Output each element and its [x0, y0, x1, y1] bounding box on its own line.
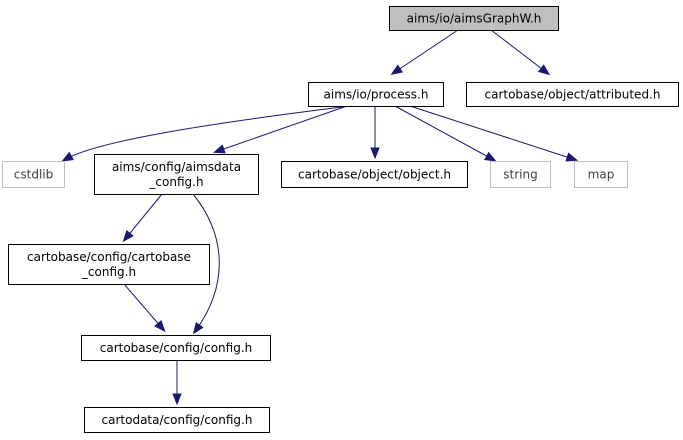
node-aimsdata_config[interactable]: aims/config/aimsdata_config.h: [94, 154, 259, 195]
edge-aimsgraphw-to-attributed: [490, 29, 551, 76]
node-box: [466, 82, 679, 107]
arrow-head-icon: [172, 393, 182, 406]
node-label: cstdlib: [14, 168, 53, 182]
node-box: [81, 335, 271, 361]
node-label: map: [588, 168, 615, 182]
arrow-head-icon: [484, 151, 497, 162]
edge-aimsdata_config-to-cartobase_config: [122, 193, 163, 243]
edges-layer: [61, 29, 579, 406]
node-box: [94, 154, 259, 195]
edge-aimsdata_config-to-config: [192, 193, 220, 335]
node-attributed[interactable]: cartobase/object/attributed.h: [466, 82, 679, 107]
node-label: cartobase/object/attributed.h: [485, 88, 661, 102]
edge-line: [65, 105, 351, 160]
node-box: [308, 82, 444, 107]
node-cartodata_config[interactable]: cartodata/config/config.h: [84, 407, 270, 433]
edge-line: [490, 29, 547, 73]
arrow-head-icon: [212, 144, 226, 154]
node-process[interactable]: aims/io/process.h: [308, 82, 444, 107]
node-box: [2, 161, 65, 188]
node-label: _config.h: [148, 175, 203, 189]
node-box: [490, 161, 551, 188]
edge-process-to-string: [394, 105, 497, 162]
node-map[interactable]: map: [574, 161, 628, 188]
edge-line: [125, 193, 163, 239]
edge-process-to-cstdlib: [61, 105, 351, 162]
node-box: [389, 6, 559, 31]
node-object[interactable]: cartobase/object/object.h: [281, 161, 468, 188]
node-box: [281, 161, 468, 188]
edge-line: [192, 193, 220, 331]
node-box: [574, 161, 628, 188]
edge-line: [394, 29, 459, 73]
arrow-head-icon: [565, 152, 579, 162]
node-label: cartobase/config/cartobase: [27, 250, 191, 264]
node-config[interactable]: cartobase/config/config.h: [81, 335, 271, 361]
edge-process-to-map: [409, 105, 579, 162]
node-label: cartobase/config/config.h: [100, 341, 252, 355]
node-label: aims/config/aimsdata: [112, 160, 241, 174]
arrow-head-icon: [390, 64, 404, 75]
node-box: [84, 407, 270, 433]
edge-config-to-cartodata_config: [172, 360, 182, 406]
edge-line: [394, 105, 493, 160]
edge-line: [409, 105, 574, 160]
edge-line: [123, 283, 163, 329]
edge-line: [217, 105, 348, 152]
edge-process-to-object: [370, 106, 380, 160]
arrow-head-icon: [122, 229, 134, 243]
node-box: [8, 244, 210, 285]
nodes-layer: aims/io/aimsGraphW.h aims/io/process.h car…: [2, 6, 679, 433]
node-string[interactable]: string: [490, 161, 551, 188]
node-cstdlib[interactable]: cstdlib: [2, 161, 65, 188]
edge-aimsgraphw-to-process: [390, 29, 459, 75]
node-label: _config.h: [81, 265, 136, 279]
node-label: aims/io/process.h: [324, 88, 429, 102]
arrow-head-icon: [537, 64, 551, 76]
node-label: aims/io/aimsGraphW.h: [407, 12, 542, 26]
node-cartobase_config[interactable]: cartobase/config/cartobase_config.h: [8, 244, 210, 285]
arrow-head-icon: [192, 321, 204, 335]
edge-process-to-aimsdata_config: [212, 105, 348, 154]
node-label: cartodata/config/config.h: [102, 413, 253, 427]
arrow-head-icon: [370, 147, 380, 160]
node-aimsgraphw[interactable]: aims/io/aimsGraphW.h: [389, 6, 559, 31]
edge-cartobase_config-to-config: [123, 283, 166, 333]
arrow-head-icon: [154, 319, 166, 333]
node-label: string: [503, 168, 537, 182]
arrow-head-icon: [61, 151, 74, 162]
node-label: cartobase/object/object.h: [298, 168, 451, 182]
